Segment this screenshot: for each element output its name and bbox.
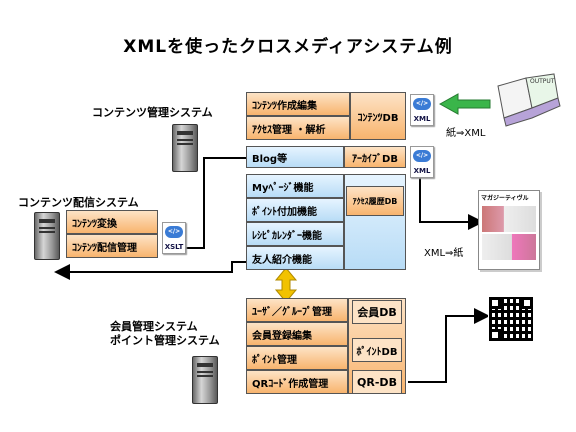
cell-friend-referral: 友人紹介機能 bbox=[246, 246, 344, 270]
cell-mypage: Myﾍﾟｰｼﾞ機能 bbox=[246, 174, 344, 198]
xml-to-paper-label: XML⇒紙 bbox=[424, 248, 464, 259]
server-icon-content-delivery bbox=[34, 212, 60, 260]
cell-point-mgmt: ﾎﾟｲﾝﾄ管理 bbox=[246, 346, 348, 370]
cell-content-delivery-mgmt: ｺﾝﾃﾝﾂ配信管理 bbox=[66, 234, 158, 258]
magazine-photo-bottom bbox=[482, 234, 536, 260]
label-member-mgmt-system: 会員管理システム bbox=[110, 320, 198, 333]
output-book-label: OUTPUT bbox=[530, 78, 555, 85]
cell-blog: Blog等 bbox=[246, 146, 344, 168]
label-content-delivery-system: コンテンツ配信システム bbox=[18, 196, 139, 209]
magazine-photo-top bbox=[482, 206, 536, 232]
server-icon-member-mgmt bbox=[192, 356, 218, 404]
cell-content-conversion: ｺﾝﾃﾝﾂ変換 bbox=[66, 210, 158, 234]
qr-output-line bbox=[408, 308, 490, 383]
label-point-mgmt-system: ポイント管理システム bbox=[110, 334, 220, 347]
point-db-cylinder: ﾎﾟｲﾝﾄDB bbox=[352, 338, 402, 362]
diagram-title: XMLを使ったクロスメディアシステム例 bbox=[123, 37, 453, 57]
server-icon-content-mgmt bbox=[172, 124, 198, 172]
qr-db-cylinder: QR-DB bbox=[352, 370, 402, 394]
function-output-arrow bbox=[54, 261, 246, 280]
cell-recipe-calendar: ﾚｼﾋﾟｶﾚﾝﾀﾞｰ機能 bbox=[246, 222, 344, 246]
xslt-file-icon: </> XSLT bbox=[162, 222, 186, 254]
cell-qr-code-mgmt: QRｺｰﾄﾞ作成管理 bbox=[246, 370, 348, 394]
cell-member-registration: 会員登録編集 bbox=[246, 322, 348, 346]
cell-point-add: ﾎﾟｲﾝﾄ付加機能 bbox=[246, 198, 344, 222]
xml-file-icon: </> XML bbox=[410, 94, 434, 126]
blog-to-delivery-line bbox=[168, 157, 246, 249]
label-content-mgmt-system: コンテンツ管理システム bbox=[92, 106, 213, 119]
xml-archive-file-icon: </> XML bbox=[410, 146, 434, 178]
cell-access-analysis: ｱｸｾｽ管理 ・解析 bbox=[246, 116, 350, 140]
member-db-cylinder: 会員DB bbox=[352, 300, 402, 324]
magazine-title: マガジーティヴル bbox=[481, 195, 529, 202]
green-arrow bbox=[438, 93, 491, 115]
cell-user-group-mgmt: ﾕｰｻﾞ／ｸﾞﾙｰﾌﾟ管理 bbox=[246, 298, 348, 322]
cell-content-create: ｺﾝﾃﾝﾂ作成編集 bbox=[246, 92, 350, 116]
paper-to-xml-label: 紙⇒XML bbox=[446, 128, 486, 139]
qr-code-image bbox=[488, 296, 534, 342]
printed-magazine-image: マガジーティヴル bbox=[478, 190, 540, 270]
access-history-db-cylinder: ｱｸｾｽ履歴DB bbox=[346, 186, 404, 216]
xml-to-paper-line bbox=[419, 168, 484, 230]
content-db-cylinder: ｺﾝﾃﾝﾂDB bbox=[350, 92, 406, 140]
archive-db-cylinder: ｱｰｶｲﾌﾞDB bbox=[344, 146, 406, 168]
